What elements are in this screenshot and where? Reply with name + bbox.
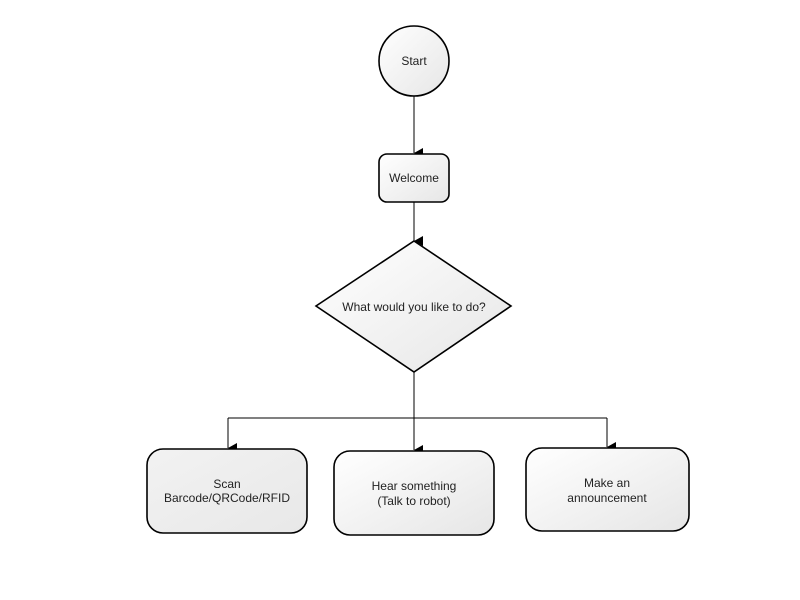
scan-node: Scan Barcode/QRCode/RFID	[146, 448, 308, 534]
scan-label-line-2: Barcode/QRCode/RFID	[164, 491, 290, 505]
decision-node: What would you like to do?	[314, 240, 513, 373]
announce-label-line-2: announcement	[567, 491, 647, 505]
announce-label-line-1: Make an	[584, 476, 630, 490]
hear-label-line-1: Hear something	[372, 479, 457, 493]
hear-node: Hear something (Talk to robot)	[333, 450, 495, 536]
decision-label: What would you like to do?	[342, 300, 486, 314]
start-node: Start	[378, 25, 450, 97]
welcome-node: Welcome	[378, 153, 450, 203]
start-label: Start	[401, 54, 427, 68]
edges	[227, 96, 616, 455]
welcome-label: Welcome	[389, 171, 439, 185]
announce-node: Make an announcement	[525, 447, 690, 532]
hear-label-line-2: (Talk to robot)	[377, 494, 450, 508]
scan-label-line-1: Scan	[213, 477, 240, 491]
